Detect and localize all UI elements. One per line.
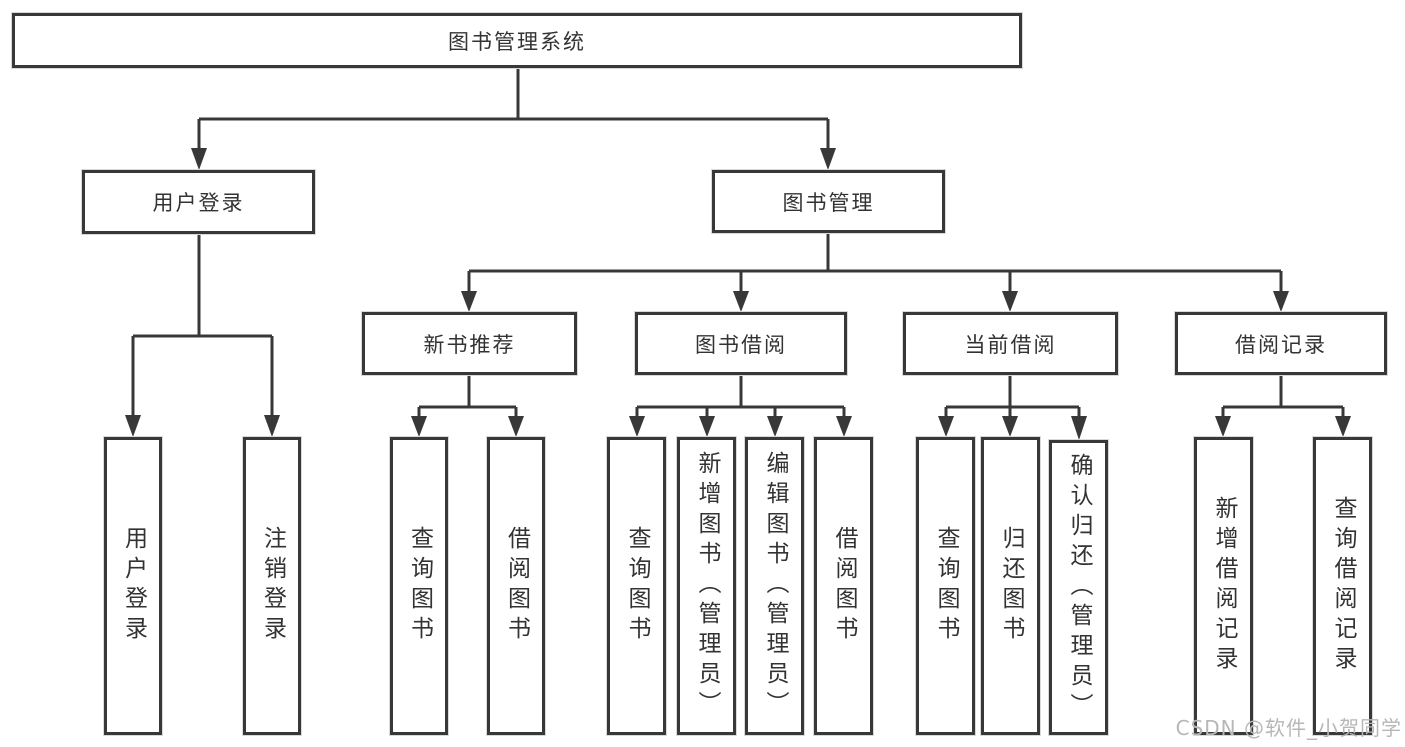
leaf-query-books-recommend-label: 查询图书: [406, 526, 433, 646]
leaf-query-borrow-record-label: 查询借阅记录: [1330, 496, 1356, 676]
leaf-borrow-books-recommend: 借阅图书: [487, 437, 545, 735]
leaf-confirm-return-admin-label: 确认归还（管理员）: [1066, 452, 1092, 723]
leaf-borrow-books-recommend-label: 借阅图书: [503, 526, 530, 646]
node-new-book-recommend: 新书推荐: [362, 312, 577, 375]
node-user-login: 用户登录: [82, 170, 315, 234]
connector-new-book: [417, 375, 518, 417]
node-book-management: 图书管理: [712, 170, 945, 233]
leaf-borrow-books: 借阅图书: [814, 437, 873, 735]
node-book-borrowing: 图书借阅: [635, 312, 847, 375]
connector-user-login: [131, 234, 274, 417]
leaf-query-books-current-label: 查询图书: [933, 526, 959, 646]
leaf-query-books-current: 查询图书: [916, 437, 975, 735]
arrowheads: [125, 148, 1351, 440]
leaf-add-books-admin-label: 新增图书（管理员）: [694, 451, 720, 721]
leaf-user-login-label: 用户登录: [120, 526, 147, 646]
leaf-return-books: 归还图书: [981, 437, 1040, 735]
connector-borrow-records: [1221, 375, 1345, 417]
connector-book-borrow: [635, 375, 846, 417]
node-borrowing-records: 借阅记录: [1175, 312, 1387, 375]
connector-current-borrow: [944, 375, 1081, 417]
node-current-borrowing: 当前借阅: [903, 312, 1118, 375]
leaf-user-login: 用户登录: [104, 437, 162, 735]
leaf-add-borrow-record-label: 新增借阅记录: [1211, 496, 1237, 676]
leaf-borrow-books-label: 借阅图书: [831, 526, 857, 646]
leaf-add-books-admin: 新增图书（管理员）: [677, 437, 736, 735]
leaf-add-borrow-record: 新增借阅记录: [1194, 437, 1253, 735]
leaf-query-books-recommend: 查询图书: [390, 437, 448, 735]
leaf-logout-label: 注销登录: [259, 526, 286, 646]
leaf-return-books-label: 归还图书: [998, 526, 1024, 646]
leaf-edit-books-admin-label: 编辑图书（管理员）: [762, 451, 788, 721]
leaf-query-books-borrow: 查询图书: [607, 437, 666, 735]
node-root: 图书管理系统: [12, 13, 1022, 68]
connector-root: [197, 68, 830, 152]
leaf-query-borrow-record: 查询借阅记录: [1313, 437, 1372, 735]
watermark: CSDN @软件_小贺同学: [1175, 716, 1402, 740]
leaf-edit-books-admin: 编辑图书（管理员）: [745, 437, 804, 735]
connector-book-management: [467, 233, 1283, 294]
leaf-logout: 注销登录: [243, 437, 301, 735]
leaf-query-books-borrow-label: 查询图书: [624, 526, 650, 646]
leaf-confirm-return-admin: 确认归还（管理员）: [1049, 440, 1108, 735]
